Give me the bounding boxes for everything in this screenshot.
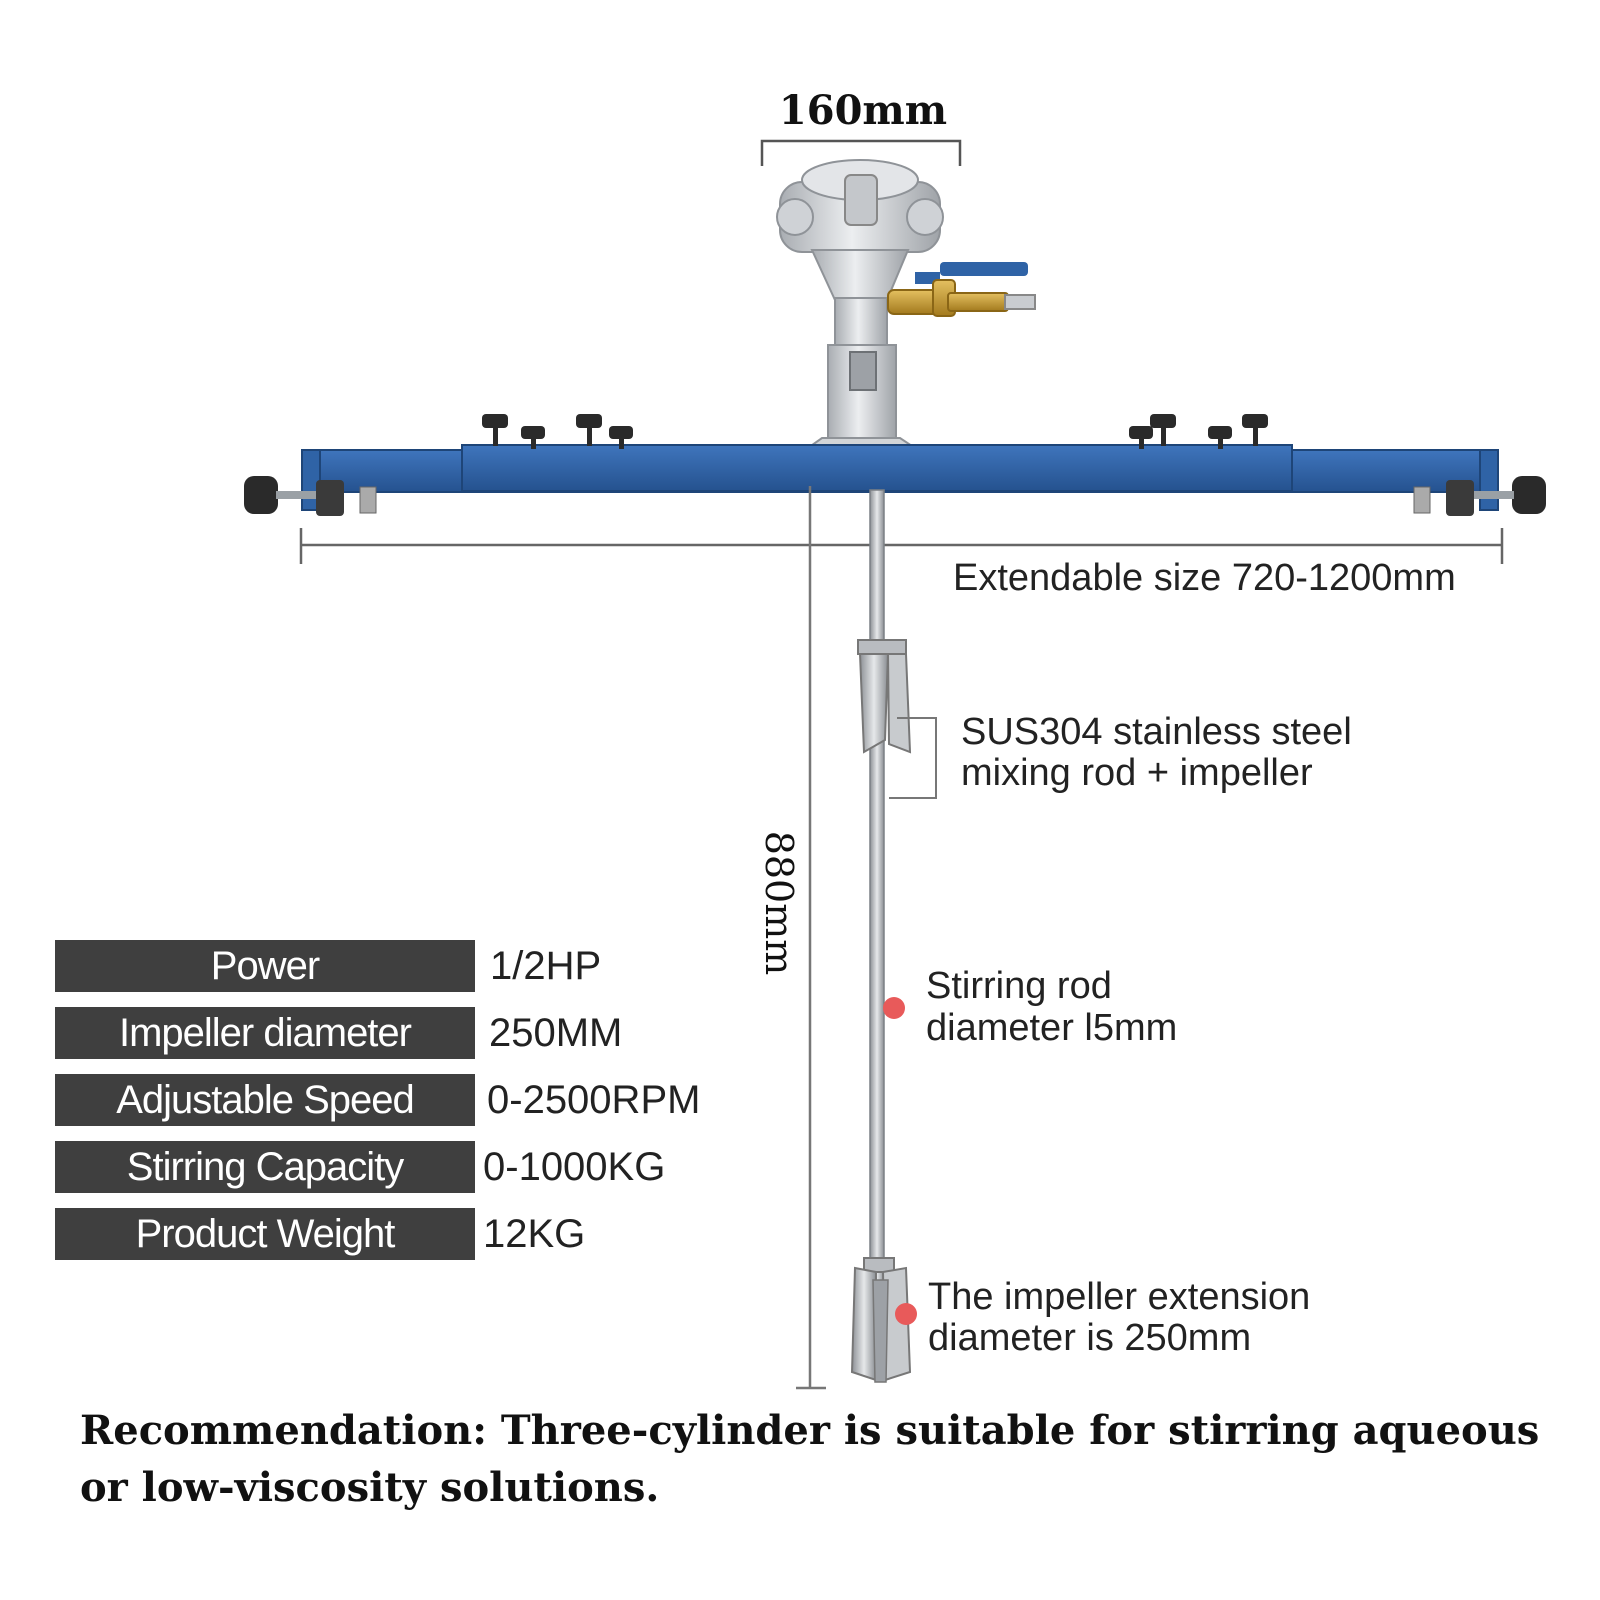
knob-icon: [482, 414, 1268, 449]
spec-value: 12KG: [483, 1212, 586, 1256]
rod-length-label: 880mm: [757, 831, 801, 976]
impeller-extension-marker: [895, 1303, 917, 1325]
spec-label: Impeller diameter: [55, 1007, 475, 1059]
bar-length-label: Extendable size 720-1200mm: [953, 557, 1456, 599]
impeller-icon: [850, 1257, 912, 1383]
spec-row-stirring-capacity: Stirring Capacity 0-1000KG: [55, 1141, 755, 1193]
spec-label: Product Weight: [55, 1208, 475, 1260]
spec-row-product-weight: Product Weight 12KG: [55, 1208, 755, 1260]
spec-value: 250MM: [489, 1011, 623, 1055]
rod-diameter-line-2: diameter l5mm: [926, 1007, 1177, 1049]
impeller-extension-label: The impeller extension: [928, 1276, 1310, 1318]
right-clamp: [1413, 476, 1546, 516]
upper-impeller: [857, 639, 912, 754]
rod-material-line-2: mixing rod + impeller: [961, 752, 1313, 794]
spec-label: Adjustable Speed: [55, 1074, 475, 1126]
motor-width-bracket: [760, 139, 962, 166]
rod-material-line-1: SUS304 stainless steel: [961, 711, 1352, 753]
impeller-extension-line-1: The impeller extension: [928, 1276, 1310, 1318]
impeller-extension-label-2: diameter is 250mm: [928, 1317, 1251, 1359]
rod-material-label: SUS304 stainless steel: [961, 711, 1352, 753]
air-motor-icon: [776, 159, 944, 449]
spec-value: 0-2500RPM: [487, 1078, 701, 1122]
spec-value: 0-1000KG: [483, 1145, 666, 1189]
spec-row-impeller-diameter: Impeller diameter 250MM: [55, 1007, 755, 1059]
rod-diameter-line-1: Stirring rod: [926, 965, 1112, 1007]
spec-value: 1/2HP: [490, 944, 602, 988]
rod-diameter-marker: [883, 997, 905, 1019]
left-clamp: [244, 476, 377, 516]
spec-row-adjustable-speed: Adjustable Speed 0-2500RPM: [55, 1074, 755, 1126]
spec-label: Stirring Capacity: [55, 1141, 475, 1193]
rod-diameter-label-2: diameter l5mm: [926, 1007, 1177, 1049]
spec-row-power: Power 1/2HP: [55, 940, 755, 992]
rod-diameter-label: Stirring rod: [926, 965, 1112, 1007]
crossbar: [301, 444, 1499, 511]
impeller-extension-line-2: diameter is 250mm: [928, 1317, 1251, 1359]
rod-material-label-2: mixing rod + impeller: [961, 752, 1313, 794]
stirring-rod: [869, 489, 885, 1341]
motor-width-label: 160mm: [779, 87, 947, 134]
ball-valve-icon: [887, 262, 1036, 317]
spec-label: Power: [55, 940, 475, 992]
rod-material-bracket: [889, 717, 937, 799]
recommendation-text: Recommendation: Three-cylinder is suitab…: [80, 1407, 1540, 1511]
